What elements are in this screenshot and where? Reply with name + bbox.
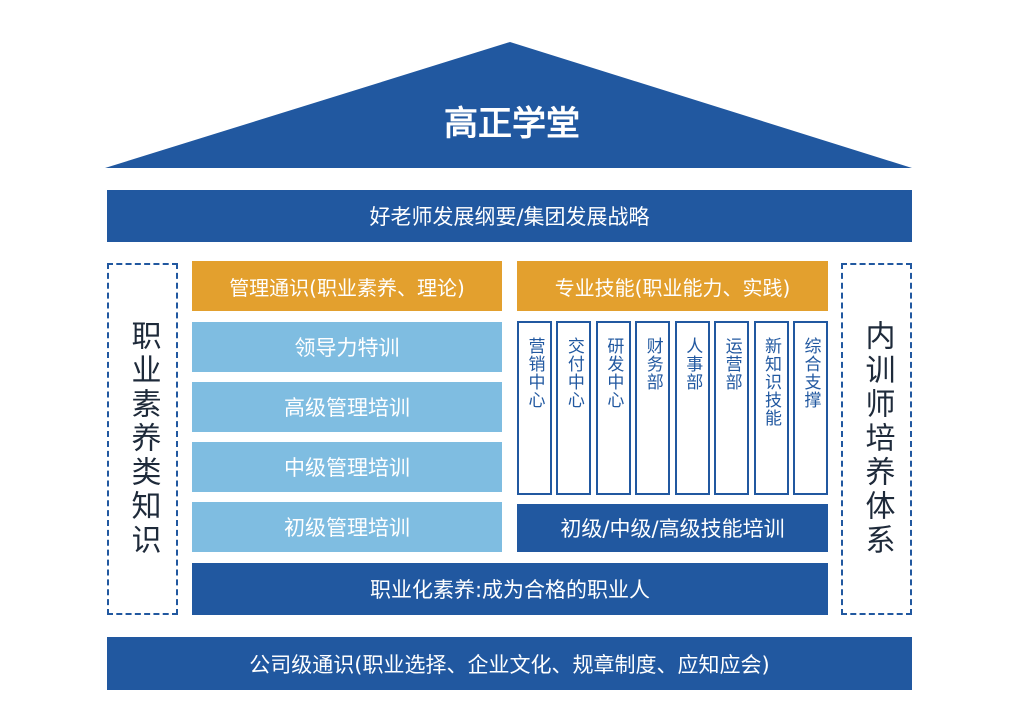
department-label: 交付中心	[563, 337, 584, 409]
department-box: 人事部	[674, 321, 710, 495]
bottom-banner: 公司级通识(职业选择、企业文化、规章制度、应知应会)	[107, 637, 912, 690]
left-pillar-label: 职业素养类知识	[125, 320, 161, 558]
department-box: 运营部	[714, 321, 750, 495]
right-pillar-label: 内训师培养体系	[859, 320, 895, 558]
roof	[105, 42, 912, 168]
department-box: 综合支撑	[792, 321, 828, 495]
management-item: 领导力特训	[192, 322, 502, 372]
department-label: 运营部	[721, 337, 742, 391]
department-label: 财务部	[642, 337, 663, 391]
department-label: 新知识技能	[761, 337, 782, 427]
department-box: 新知识技能	[753, 321, 789, 495]
department-label: 综合支撑	[800, 337, 821, 409]
skill-training-bar: 初级/中级/高级技能培训	[517, 504, 828, 552]
professional-header: 专业技能(职业能力、实践)	[517, 261, 828, 311]
management-header: 管理通识(职业素养、理论)	[192, 261, 502, 311]
department-box: 营销中心	[517, 321, 552, 495]
department-label: 研发中心	[603, 337, 624, 409]
department-label: 人事部	[682, 337, 703, 391]
department-row: 营销中心 交付中心 研发中心 财务部 人事部 运营部 新知识技能 综合支撑	[517, 321, 828, 495]
management-item: 初级管理培训	[192, 502, 502, 552]
department-box: 交付中心	[556, 321, 592, 495]
right-pillar: 内训师培养体系	[841, 263, 912, 615]
left-pillar: 职业素养类知识	[107, 263, 178, 615]
middle-banner: 职业化素养:成为合格的职业人	[192, 563, 828, 615]
department-label: 营销中心	[524, 337, 545, 409]
roof-triangle	[105, 42, 912, 168]
department-box: 研发中心	[595, 321, 631, 495]
roof-title: 高正学堂	[444, 104, 580, 144]
management-item: 中级管理培训	[192, 442, 502, 492]
management-item: 高级管理培训	[192, 382, 502, 432]
top-banner: 好老师发展纲要/集团发展战略	[107, 190, 912, 242]
department-box: 财务部	[635, 321, 671, 495]
